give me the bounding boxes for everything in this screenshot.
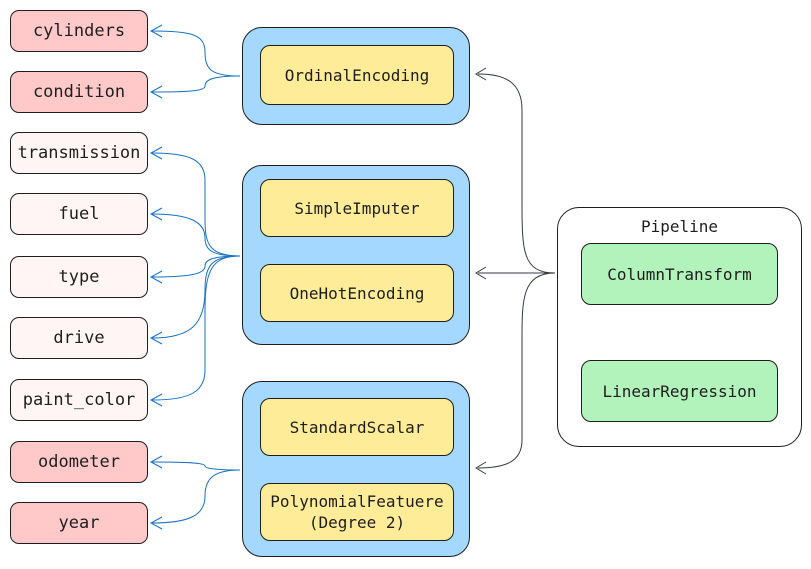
one-hot-encoding-step: OneHotEncoding <box>260 264 454 322</box>
standard-scalar-step: StandardScalar <box>260 398 454 456</box>
linear-regression-step: LinearRegression <box>581 360 778 422</box>
pipeline-title: Pipeline <box>640 217 719 236</box>
encoding-to-paint-color-arrow <box>151 255 241 401</box>
encoding-to-type-arrow <box>151 255 241 278</box>
simple-imputer-step: SimpleImputer <box>260 179 454 237</box>
feature-condition: condition <box>10 71 148 113</box>
column-transform-step: ColumnTransform <box>581 243 778 305</box>
ordinal-to-cylinders-arrow <box>151 30 241 77</box>
scaling-to-year-arrow <box>151 469 241 524</box>
scaling-to-odometer-arrow <box>151 461 241 471</box>
feature-paint-color: paint_color <box>10 379 148 421</box>
polynomial-features-step: PolynomialFeatuere (Degree 2) <box>260 483 454 541</box>
feature-odometer: odometer <box>10 441 148 483</box>
feature-fuel: fuel <box>10 193 148 235</box>
feature-year: year <box>10 502 148 544</box>
pipeline-to-scaling-arrow <box>477 272 556 469</box>
ordinal-encoding-step: OrdinalEncoding <box>260 45 454 105</box>
encoding-to-transmission-arrow <box>151 152 241 257</box>
encoding-to-fuel-arrow <box>151 213 241 257</box>
ordinal-to-condition-arrow <box>151 75 241 93</box>
pipeline-to-ordinal-arrow <box>477 73 556 274</box>
feature-cylinders: cylinders <box>10 10 148 52</box>
feature-transmission: transmission <box>10 132 148 174</box>
feature-drive: drive <box>10 317 148 359</box>
encoding-to-drive-arrow <box>151 255 241 339</box>
feature-type: type <box>10 256 148 298</box>
